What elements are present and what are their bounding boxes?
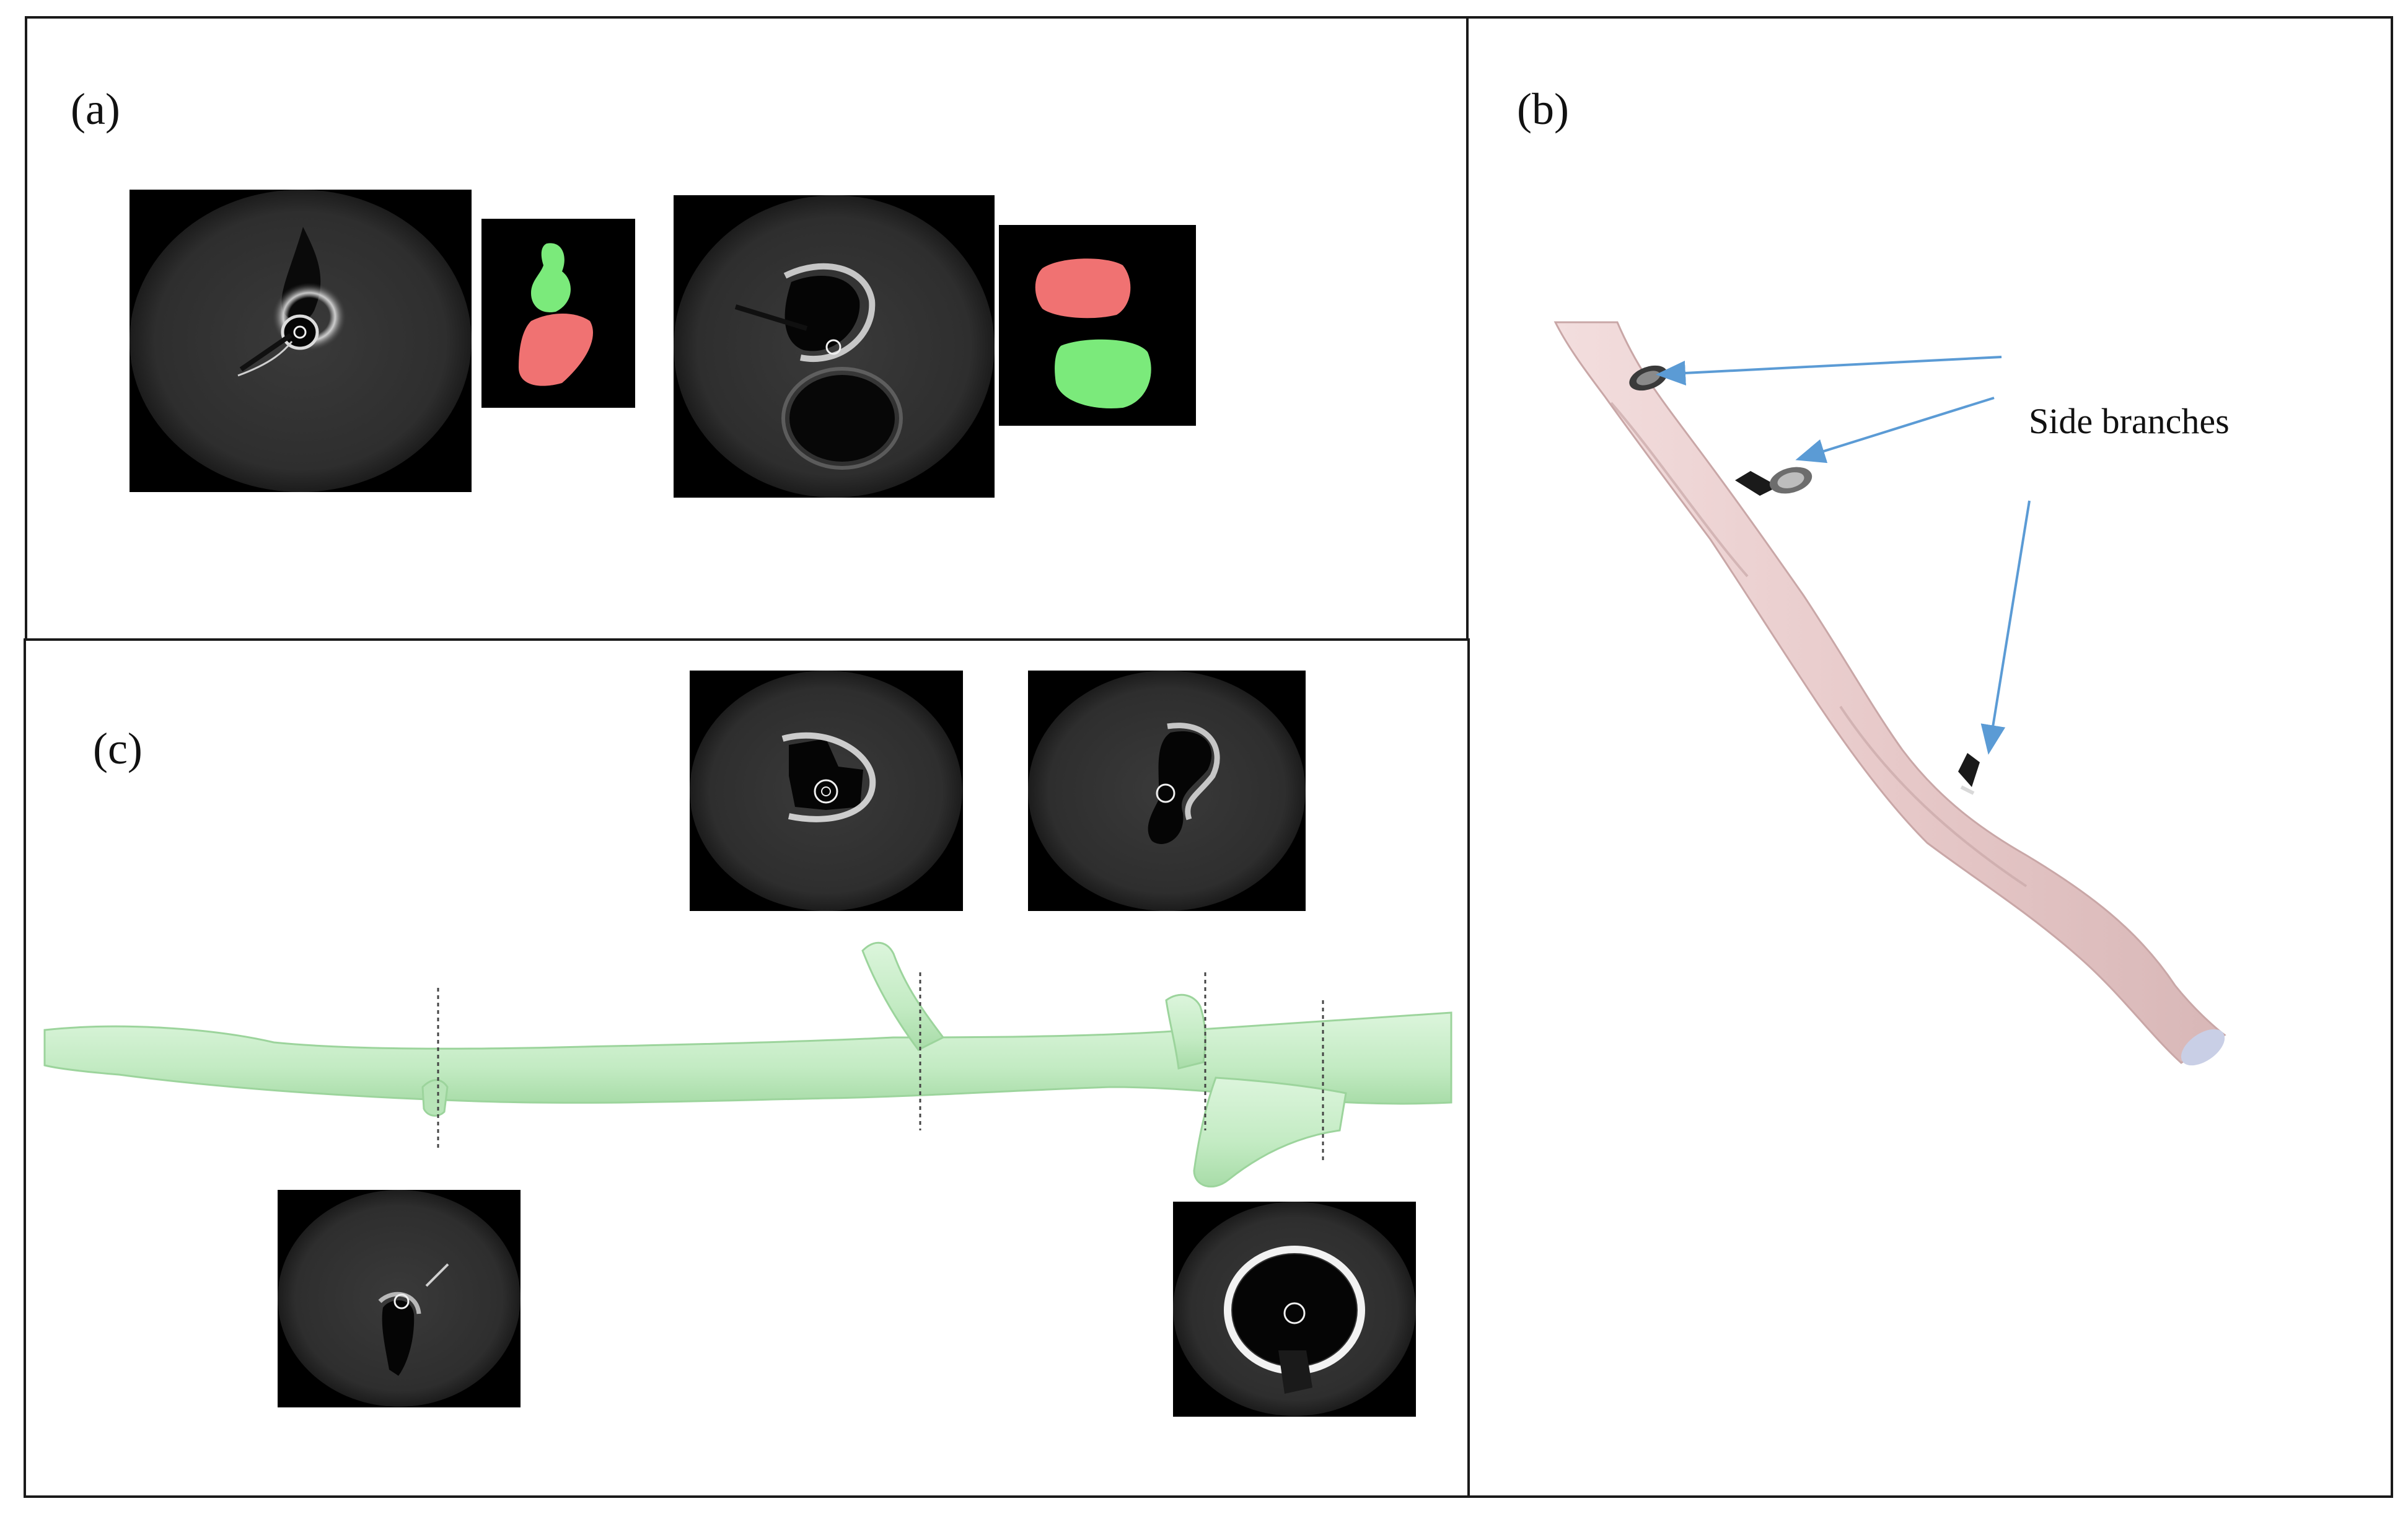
oct-image-a2 (674, 195, 995, 498)
artery-3d-model-green (26, 641, 1472, 1500)
segmentation-mask-a1 (481, 219, 635, 408)
oct-image-a1 (130, 190, 472, 492)
panel-c-label: (c) (93, 724, 143, 773)
oct-image-c4 (1173, 1202, 1416, 1417)
panel-a: (a) (25, 16, 1469, 643)
oct-image-c2 (1028, 671, 1306, 911)
panel-a-label: (a) (71, 84, 120, 134)
panel-b: (b) Side branches (1466, 16, 2393, 1498)
panel-c: (c) (24, 638, 1470, 1498)
side-branches-label: Side branches (2029, 401, 2230, 441)
side-branch-arrows (1469, 19, 2396, 1500)
panel-b-label: (b) (1517, 84, 1569, 134)
segmentation-mask-a2 (999, 225, 1196, 426)
oct-image-c1 (690, 671, 963, 911)
oct-image-c3 (278, 1190, 521, 1407)
